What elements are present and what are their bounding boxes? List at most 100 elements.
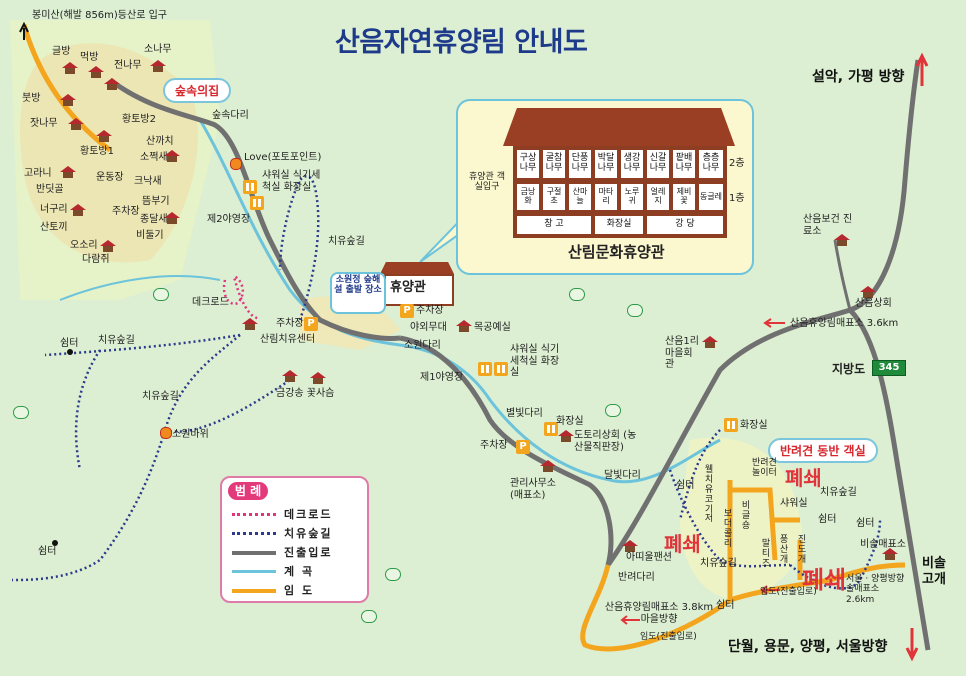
legend-swatch-road xyxy=(232,551,276,555)
shelter-icon xyxy=(67,349,73,355)
sowon-pavilion: 소원정 숲해설 출발 장소 xyxy=(330,272,386,314)
village-hall-house xyxy=(702,336,718,348)
legend-title: 범 례 xyxy=(228,482,268,500)
rest-house-body xyxy=(384,274,454,306)
pension-label: 아띠울팬션 xyxy=(626,552,672,563)
dog-playground-label: 반려견 놀이터 xyxy=(752,458,777,479)
room-floor1: 금낭화 xyxy=(517,184,539,210)
parking-label: 주차장 xyxy=(480,440,508,451)
healing-center-label: 산림치유센터 xyxy=(260,334,316,345)
local-road-label: 지방도 xyxy=(832,362,866,376)
cabin-house xyxy=(88,66,104,78)
cabin-house xyxy=(164,212,180,224)
cabin-label: 고라니 xyxy=(24,168,52,179)
tree-icon xyxy=(604,402,621,418)
cabin-label: 전나무 xyxy=(114,60,142,71)
ticket-label: 산음휴양림매표소 3.8km 마을방향 xyxy=(604,602,714,625)
room-floor2: 팥배 나무 xyxy=(673,150,695,178)
arrow-north xyxy=(915,52,929,86)
building-floors: 구상 나무 굴참 나무 단풍 나무 박달 나무 생강 나무 신갈 나무 팥배 나… xyxy=(513,146,727,238)
room-floor2: 신갈 나무 xyxy=(647,150,669,178)
shelter-label: 쉼터 xyxy=(716,600,735,611)
room-floor2: 층층 나무 xyxy=(699,150,723,178)
cabin-house xyxy=(150,60,166,72)
pension-house xyxy=(622,540,638,552)
bridge-label: 별빛다리 xyxy=(506,408,543,419)
tree-icon xyxy=(12,404,29,420)
building-name: 산림문화휴양관 xyxy=(568,243,665,261)
room-name-vertical: 진 도 개 xyxy=(797,535,807,565)
bridge-label: 반려다리 xyxy=(618,572,655,583)
cabin-label: 다람쥐 xyxy=(82,254,110,265)
access-road-north xyxy=(605,59,921,567)
legend-swatch-trail xyxy=(232,532,276,535)
cabin-label: 붓방 xyxy=(22,93,41,104)
rest-house-name: 휴양관 xyxy=(390,280,426,295)
direction-east: 비솔고개 xyxy=(922,556,946,587)
room-floor1: 마타리 xyxy=(595,184,617,210)
direction-north: 설악, 가평 방향 xyxy=(812,69,905,85)
health-center-house xyxy=(834,234,850,246)
cabin-label: 운동장 xyxy=(96,172,124,183)
shower-label: 샤워실 식기세척실 화장실 xyxy=(262,170,321,193)
cabin-house xyxy=(60,166,76,178)
deer-house xyxy=(310,372,326,384)
ticket-label: 산음휴양림매표소 3.6km xyxy=(790,318,899,329)
shelter-label: 쉼터 xyxy=(856,518,875,529)
cabin-label: 반딧골 xyxy=(36,184,64,195)
restroom-icon xyxy=(243,180,257,194)
room-floor2: 단풍 나무 xyxy=(569,150,591,178)
parking-label: 주차장 xyxy=(416,305,444,316)
store-house xyxy=(860,286,876,298)
shelter-label: 쉼터 xyxy=(38,546,57,557)
cabin-house xyxy=(62,62,78,74)
room-floor2: 생강 나무 xyxy=(621,150,643,178)
village-hall-label: 산음1리 마을회관 xyxy=(665,336,699,370)
wish-rock-label: 소원바위 xyxy=(172,429,209,440)
room-ground: 화장실 xyxy=(595,216,643,234)
legend-label: 데크로드 xyxy=(284,508,333,521)
health-center-label: 산음보건 진료소 xyxy=(803,214,853,237)
direction-south: 단월, 용문, 양평, 서울방향 xyxy=(728,639,888,655)
room-floor2: 구상 나무 xyxy=(517,150,539,178)
room-name-vertical: 보 더 콜 리 xyxy=(723,509,733,549)
cabin-label: 종달새 xyxy=(140,214,168,225)
healing-trail-label: 치유숲길 xyxy=(142,391,179,402)
tree-icon xyxy=(360,608,377,624)
cabin-house xyxy=(164,150,180,162)
geumgang-label: 금강송 꽃사슴 xyxy=(276,388,335,399)
parking-label: 주차장 xyxy=(276,318,304,329)
store-label: 산음상회 xyxy=(855,298,892,309)
ticket-house xyxy=(882,548,898,560)
room-name-vertical: 비 글 숑 xyxy=(741,501,751,531)
limdo-label: 임도(진출입로) xyxy=(760,587,817,597)
arrow-limdo xyxy=(760,585,780,595)
tree-icon xyxy=(152,286,169,302)
legend-swatch-forest-road xyxy=(232,589,276,593)
arrow-trailhead xyxy=(19,21,29,40)
limdo-label: 임도(진출입로) xyxy=(640,632,697,642)
forest-road-south xyxy=(580,562,906,652)
stage-label: 야외무대 xyxy=(410,322,447,333)
forest-road-dog-area xyxy=(727,480,803,600)
restroom-icon xyxy=(478,362,492,376)
bridge-label: 소원다리 xyxy=(404,340,441,351)
cabin-house xyxy=(100,240,116,252)
trailhead-label: 봉미산(해발 856m)등산로 입구 xyxy=(32,10,167,21)
camp1-label: 제1야영장 xyxy=(420,372,464,383)
forest-road-top xyxy=(21,24,112,152)
restroom-icon xyxy=(724,418,738,432)
legend-label: 계 곡 xyxy=(284,565,315,578)
legend-label: 치유숲길 xyxy=(284,527,333,540)
cabin-label: 크낙새 xyxy=(134,176,162,187)
room-floor1: 얼레지 xyxy=(647,184,669,210)
room-floor1: 산마늘 xyxy=(569,184,591,210)
photo-point-label: Love(포토포인트) xyxy=(244,152,322,163)
shelter-icon xyxy=(52,540,58,546)
healing-trail-label: 치유숲길 xyxy=(328,236,365,247)
cabin-label: 황토방1 xyxy=(80,146,114,157)
office-house xyxy=(540,460,556,472)
cabin-label: 뜸부기 xyxy=(142,196,170,207)
room-floor1: 동글레 xyxy=(699,184,723,210)
legend-swatch-stream xyxy=(232,570,276,573)
